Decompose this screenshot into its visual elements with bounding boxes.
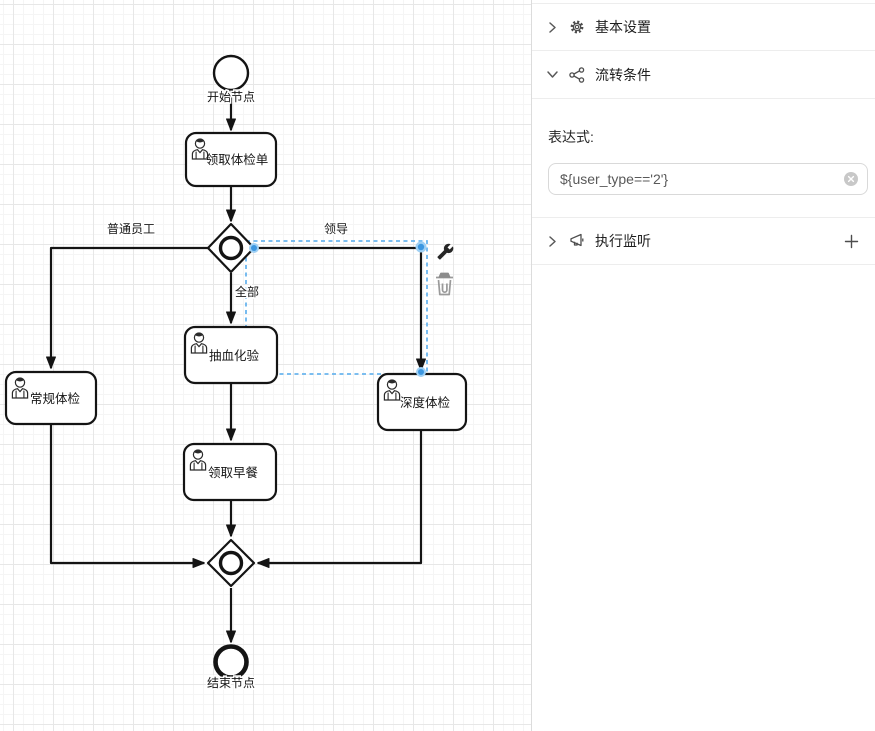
section-title: 执行监听 bbox=[595, 233, 651, 249]
expression-input[interactable] bbox=[548, 163, 868, 195]
flow-label-all: 全部 bbox=[235, 284, 259, 299]
user-task-blood-test[interactable]: 抽血化验 bbox=[183, 325, 279, 385]
section-title: 流转条件 bbox=[595, 66, 651, 83]
start-event-label: 开始节点 bbox=[207, 90, 255, 104]
flow-regular-check-to-join[interactable] bbox=[49, 425, 205, 568]
flow-condition-body: 表达式: bbox=[532, 99, 875, 217]
section-title: 基本设置 bbox=[595, 19, 651, 35]
expression-input-wrap bbox=[548, 163, 868, 195]
start-event-node[interactable] bbox=[212, 54, 250, 92]
chevron-down-icon bbox=[547, 71, 558, 78]
expression-label: 表达式: bbox=[548, 129, 594, 145]
trash-icon[interactable] bbox=[436, 272, 453, 296]
task-label: 常规体检 bbox=[30, 391, 81, 406]
diagram-canvas[interactable]: 开始节点 领取体检单 普通员工 领导 全部 常规体检 bbox=[0, 0, 531, 731]
chevron-right-icon bbox=[549, 21, 556, 33]
task-label: 深度体检 bbox=[400, 395, 451, 410]
task-label: 领取体检单 bbox=[206, 152, 269, 167]
section-flow-condition[interactable]: 流转条件 bbox=[532, 51, 875, 99]
chevron-right-icon bbox=[549, 235, 556, 247]
flow-label-regular-employee: 普通员工 bbox=[107, 222, 155, 236]
section-basic-settings[interactable]: 基本设置 bbox=[532, 3, 875, 51]
flow-label-leader: 领导 bbox=[324, 222, 348, 236]
context-pad bbox=[436, 243, 454, 296]
end-event-node[interactable] bbox=[213, 644, 249, 680]
clear-input-icon[interactable] bbox=[844, 172, 858, 186]
add-listener-button[interactable] bbox=[844, 234, 859, 249]
selection-outline bbox=[245, 240, 428, 375]
flow-gateway-to-regular-check[interactable] bbox=[46, 246, 208, 369]
task-label: 领取早餐 bbox=[208, 465, 259, 480]
properties-panel: 基本设置 流转条件 表达式: bbox=[531, 0, 875, 731]
user-task-get-breakfast[interactable]: 领取早餐 bbox=[182, 442, 278, 502]
user-task-regular-checkup[interactable]: 常规体检 bbox=[4, 370, 98, 426]
gear-icon bbox=[570, 20, 584, 34]
flow-gateway-to-deep-check-selected[interactable] bbox=[254, 246, 426, 371]
user-task-deep-checkup[interactable]: 深度体检 bbox=[376, 372, 468, 432]
end-event-label: 结束节点 bbox=[207, 676, 255, 690]
megaphone-icon bbox=[570, 233, 584, 247]
flow-deep-check-to-join[interactable] bbox=[257, 431, 423, 568]
bendpoint-handles[interactable] bbox=[249, 241, 427, 378]
section-execution-listener[interactable]: 执行监听 bbox=[532, 217, 875, 265]
inclusive-gateway-split[interactable] bbox=[206, 222, 256, 274]
inclusive-gateway-join[interactable] bbox=[206, 538, 256, 588]
task-label: 抽血化验 bbox=[209, 348, 260, 363]
share-icon bbox=[569, 66, 585, 83]
user-task-get-checkup-form[interactable]: 领取体检单 bbox=[184, 131, 278, 188]
wrench-icon[interactable] bbox=[437, 243, 454, 260]
